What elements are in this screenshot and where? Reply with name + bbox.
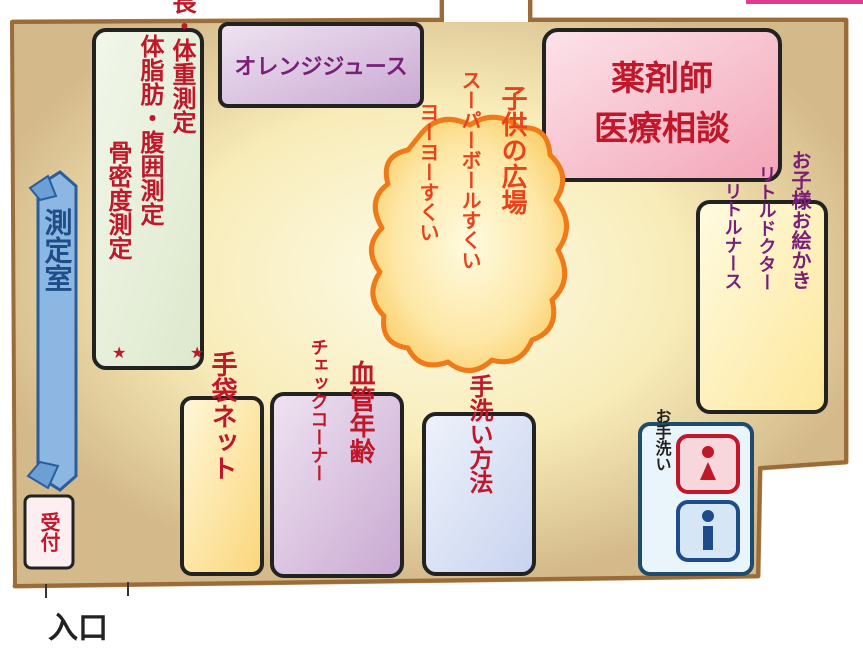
orange-juice-label: オレンジジュース bbox=[234, 55, 407, 80]
men-icon bbox=[702, 510, 714, 522]
restroom-label: お手洗い bbox=[653, 408, 672, 472]
childrens-plaza: 子供の広場 スーパーボールすくい ヨーヨーすくい bbox=[369, 70, 569, 373]
games-line3: リトルナース bbox=[722, 182, 743, 290]
measurement-booth: 身長・体重測定 体脂肪・腹囲測定 骨密度測定 ★ ★ bbox=[92, 0, 204, 370]
games-line1: お子様お絵かき bbox=[788, 150, 812, 290]
pharmacist-line1: 薬剤師 bbox=[611, 59, 713, 99]
measurement-col2: 体脂肪・腹囲測定 bbox=[136, 34, 164, 227]
exam-room-ribbon: 測定室 bbox=[26, 170, 78, 492]
women-icon bbox=[702, 446, 714, 458]
reception-label: 受付 bbox=[37, 511, 61, 552]
blood-age-line1: 血管年齢 bbox=[345, 360, 375, 465]
blood-age-booth: 血管年齢 チェックコーナー bbox=[270, 338, 404, 578]
plaza-title: 子供の広場 bbox=[497, 85, 528, 216]
orange-juice-booth: オレンジジュース bbox=[218, 22, 424, 108]
measurement-col1: 身長・体重測定 bbox=[168, 0, 196, 135]
star-icon-2: ★ bbox=[190, 343, 204, 362]
kids-games-booth: お子様お絵かき リトルドクター リトルナース bbox=[696, 150, 828, 414]
slippers-booth: 手袋ネット bbox=[180, 351, 264, 576]
reception-booth: 受付 bbox=[23, 494, 75, 570]
entrance-label: 入口 bbox=[48, 611, 108, 646]
top-door bbox=[444, 0, 528, 22]
pharmacist-line2: 医療相談 bbox=[594, 109, 731, 149]
handwash-booth: 手洗い方法 bbox=[422, 373, 536, 576]
corner-pink-mark bbox=[746, 0, 863, 4]
plaza-line2: スーパーボールすくい bbox=[458, 70, 482, 270]
measurement-col3: 骨密度測定 bbox=[104, 140, 132, 261]
star-icon: ★ bbox=[112, 343, 126, 362]
exam-room-label: 測定室 bbox=[41, 208, 74, 292]
slippers-label: 手袋ネット bbox=[207, 351, 238, 481]
handwash-label: 手洗い方法 bbox=[465, 373, 493, 495]
blood-age-line2: チェックコーナー bbox=[308, 338, 329, 482]
plaza-line3: ヨーヨーすくい bbox=[416, 102, 440, 242]
restroom: お手洗い bbox=[638, 408, 754, 576]
pharmacist-booth: 薬剤師 医療相談 bbox=[542, 28, 782, 182]
games-line2: リトルドクター bbox=[756, 165, 777, 291]
